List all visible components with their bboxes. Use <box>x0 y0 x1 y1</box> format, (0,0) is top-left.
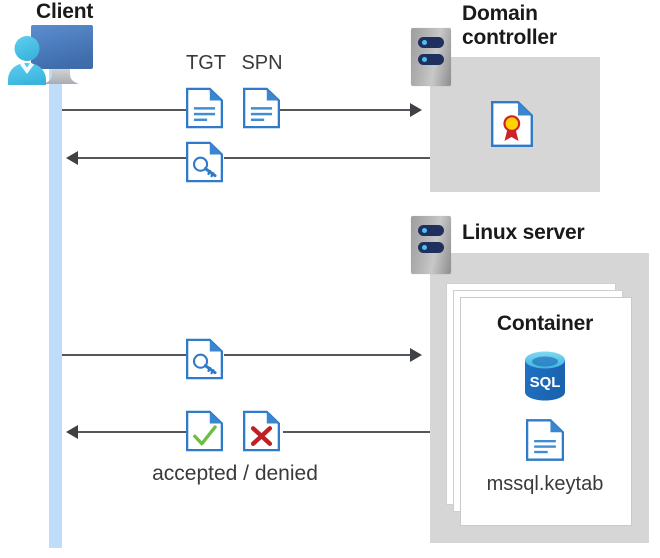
ticket-document-icon-spn <box>243 85 280 131</box>
spn-label: SPN <box>241 52 283 74</box>
flow-4-arrowhead <box>66 425 78 439</box>
server-rack-icon <box>411 28 451 86</box>
keytab-document-icon <box>526 417 564 463</box>
client-workstation-icon <box>8 22 110 90</box>
flow-4-line-left <box>78 431 186 433</box>
flow-2-arrowhead <box>66 151 78 165</box>
flow-1-arrowhead <box>410 103 422 117</box>
client-lifeline <box>49 60 62 548</box>
flow-3-line-left <box>62 354 186 356</box>
accepted-document-icon <box>186 408 223 454</box>
client-label: Client <box>36 0 94 23</box>
container-card-front[interactable] <box>460 297 632 526</box>
tgt-label: TGT <box>186 52 226 74</box>
flow-2-line-right <box>224 157 430 159</box>
key-document-icon-linux <box>186 336 223 382</box>
domain-controller-label-line2: controller <box>462 26 557 49</box>
sql-database-icon: SQL <box>523 350 567 402</box>
key-document-icon-dc <box>186 139 223 185</box>
flow-3-arrowhead <box>410 348 422 362</box>
flow-3-line-right <box>224 354 413 356</box>
keytab-filename-label: mssql.keytab <box>486 473 604 495</box>
domain-controller-label-line1: Domain <box>462 2 538 25</box>
flow-2-line-left <box>78 157 186 159</box>
container-label: Container <box>496 312 594 335</box>
ticket-document-icon-tgt <box>186 85 223 131</box>
server-rack-icon-linux <box>411 216 451 274</box>
linux-server-label: Linux server <box>462 221 585 244</box>
accepted-denied-caption: accepted / denied <box>152 462 318 485</box>
denied-document-icon <box>243 408 280 454</box>
flow-1-line-right <box>280 109 413 111</box>
flow-4-line-right <box>283 431 430 433</box>
certificate-document-icon <box>491 101 533 147</box>
svg-text:SQL: SQL <box>530 374 561 391</box>
flow-1-line-left <box>62 109 186 111</box>
